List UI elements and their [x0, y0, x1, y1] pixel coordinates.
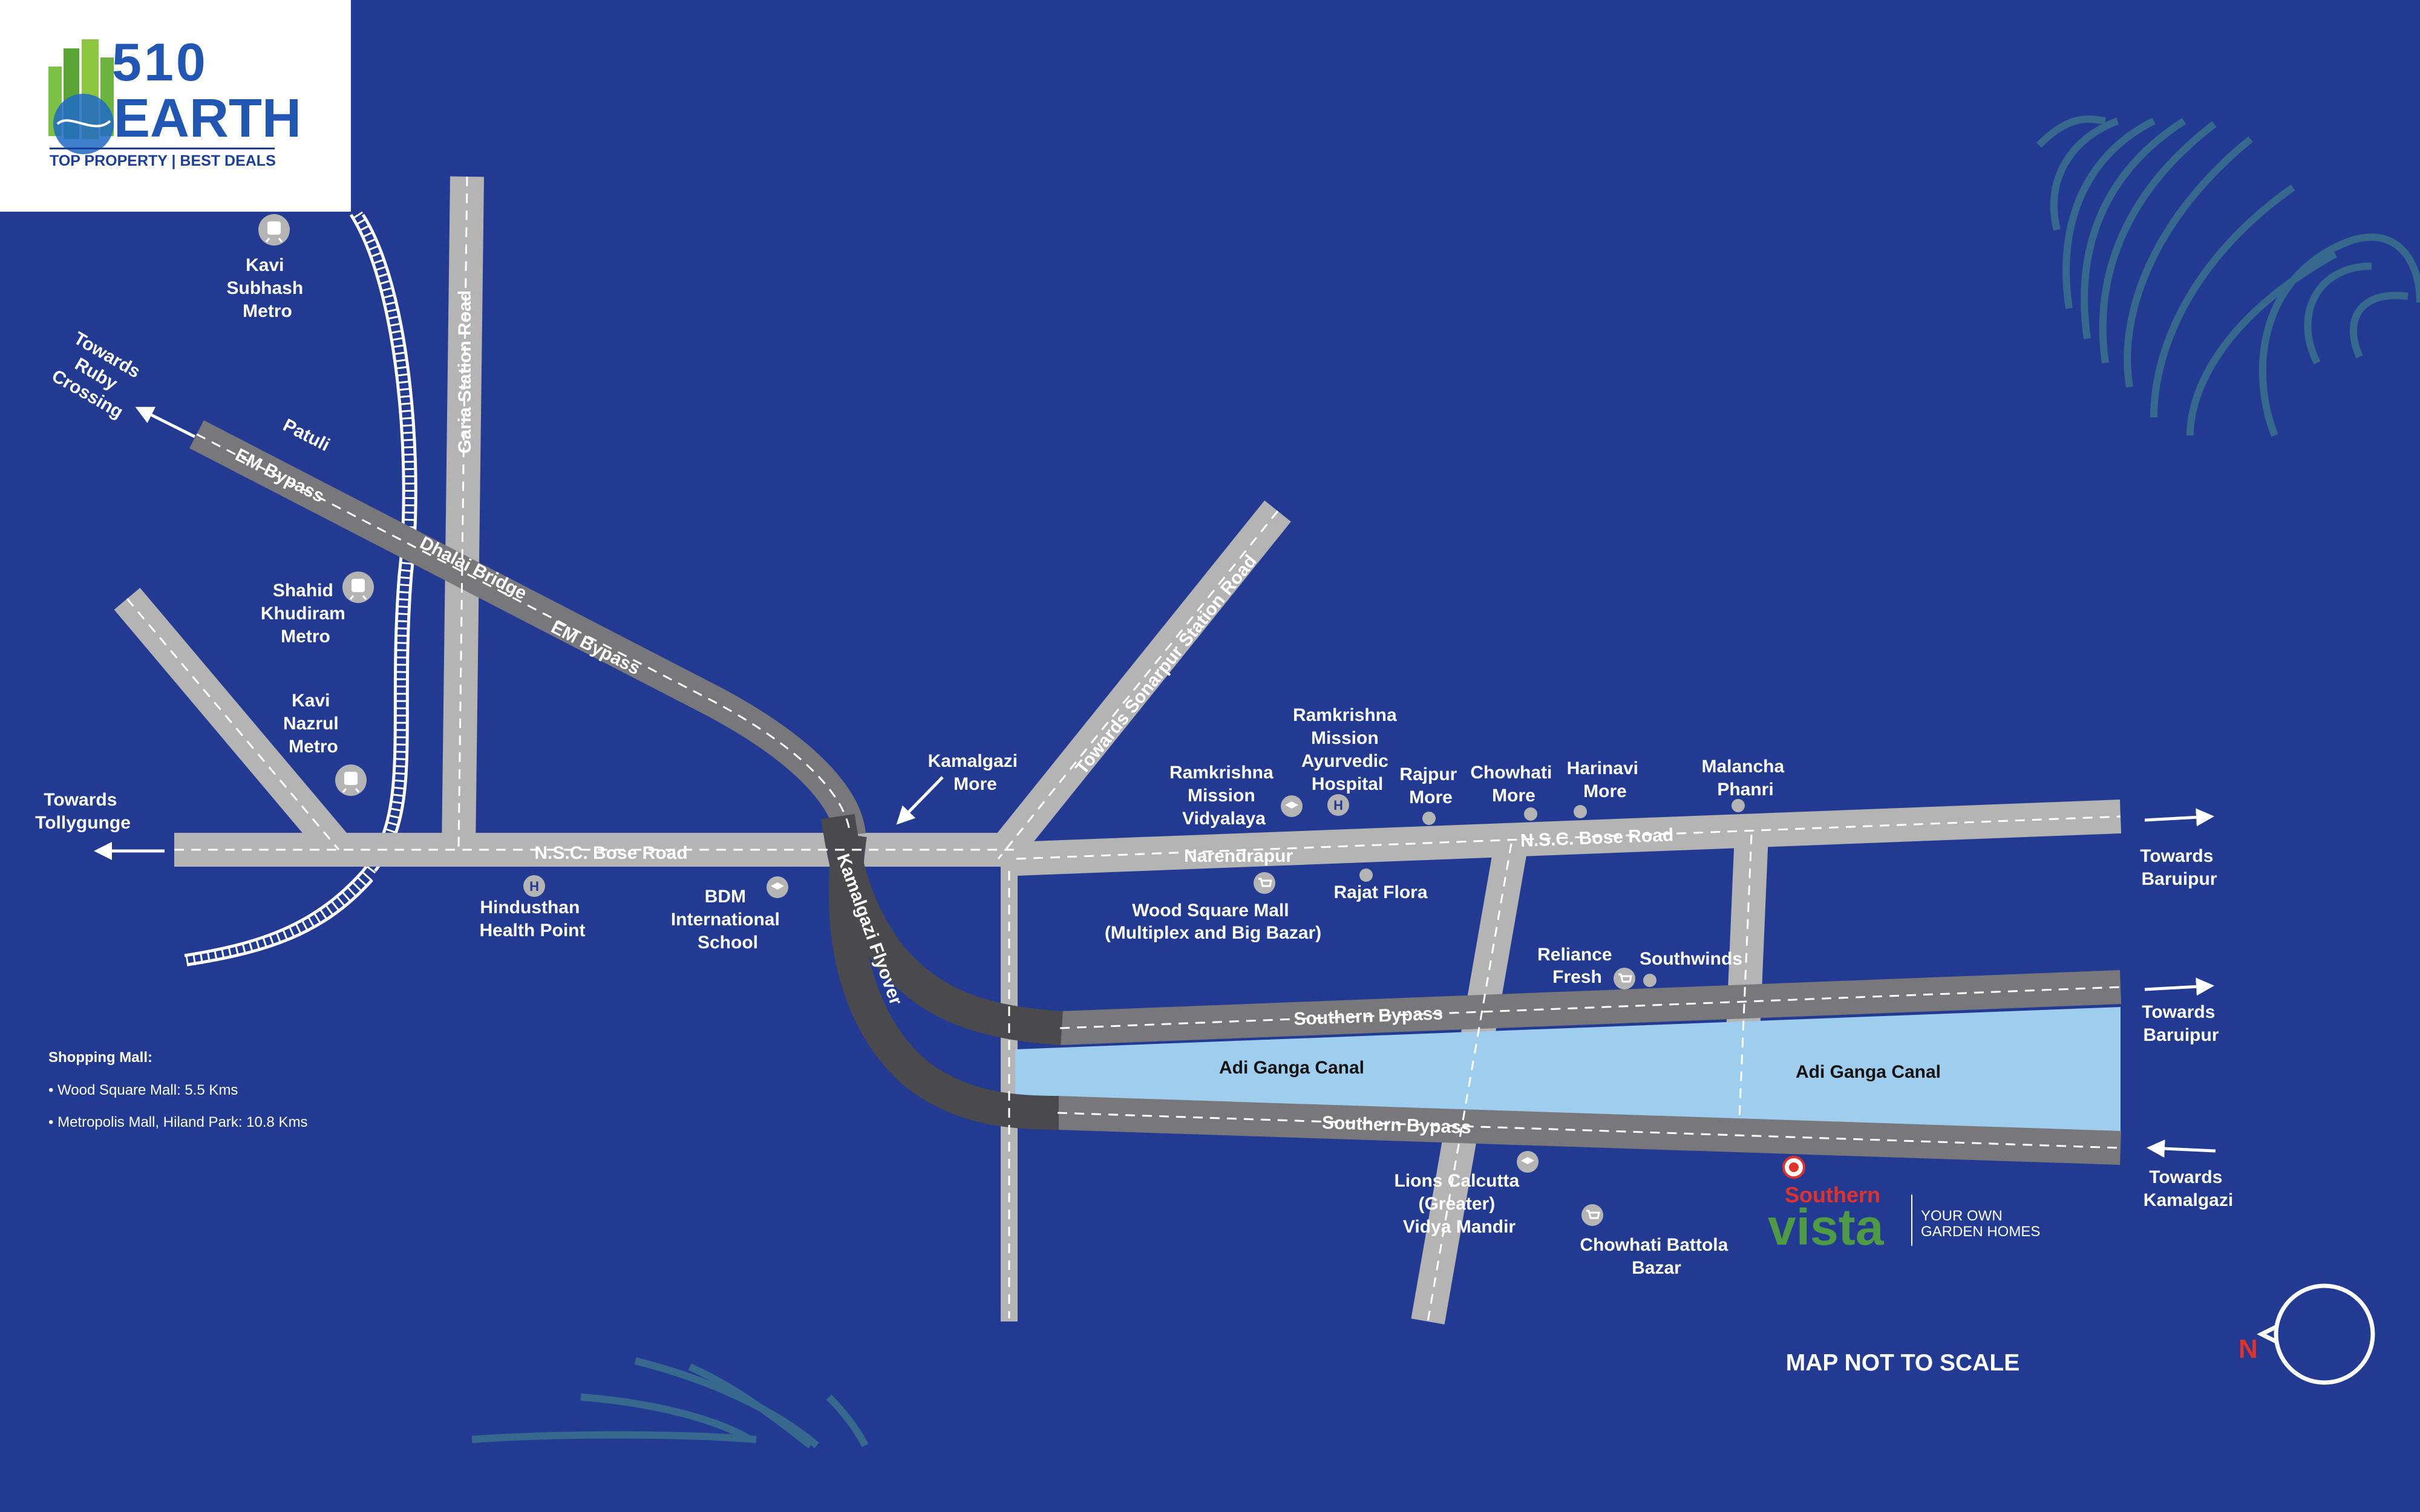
swirl-decoration-top — [2036, 116, 2420, 437]
arrow-towards-ruby — [135, 406, 196, 438]
metro-railway — [184, 211, 417, 966]
kavi-nazrul-metro-label: Kavi Nazrul Metro — [283, 691, 344, 757]
brand-word: EARTH — [114, 88, 301, 149]
cart-icon — [1581, 1204, 1603, 1226]
brand-number: 510 — [112, 32, 208, 92]
arrow-towards-kamalgazi — [2147, 1139, 2216, 1158]
road-label-narendrapur: Narendrapur — [1184, 846, 1293, 866]
towards-baruipur-label-2: Towards Baruipur — [2142, 1002, 2220, 1045]
project-location-marker — [1782, 1156, 1805, 1179]
north-compass: N — [2238, 1283, 2375, 1385]
swirl-decoration-bottom — [471, 1357, 869, 1448]
adi-ganga-canal — [1015, 1007, 2121, 1132]
rajpur-more-label: Rajpur More — [1399, 764, 1462, 807]
southwinds-label: Southwinds — [1640, 949, 1742, 969]
chowhati-more-label: Chowhati More — [1470, 763, 1557, 806]
arrow-kamalgazi-more — [896, 776, 944, 825]
dot-icon — [1732, 799, 1745, 812]
brand-logo[interactable]: 510 EARTH TOP PROPERTY | BEST DEALS — [0, 0, 351, 212]
dot-icon — [1422, 812, 1436, 825]
direction-labels: Towards Ruby Crossing Towards Tollygunge… — [35, 328, 2233, 1210]
rkm-hospital-label: Ramkrishna Mission Ayurvedic Hospital — [1293, 705, 1402, 794]
bdm-school-label: BDM International School — [671, 887, 785, 953]
map-not-to-scale-note: MAP NOT TO SCALE — [1786, 1350, 2019, 1376]
metro-icon — [335, 764, 367, 796]
harinavi-more-label: Harinavi More — [1567, 758, 1644, 801]
hospital-icon: H — [523, 875, 545, 897]
svg-text:H: H — [1333, 798, 1343, 813]
dot-icon — [1643, 974, 1656, 987]
road-label-sonarpur-station: Towards Sonarpur Station Road — [1071, 551, 1261, 778]
hindusthan-health-point-label: Hindusthan Health Point — [479, 898, 585, 940]
rajat-flora-label: Rajat Flora — [1333, 882, 1427, 902]
southern-vista-logo: Southern vista YOUR OWN GARDEN HOMES — [1768, 1182, 2040, 1256]
school-icon — [767, 876, 788, 898]
brand-tagline: TOP PROPERTY | BEST DEALS — [50, 152, 276, 169]
towards-ruby-label: Towards Ruby Crossing — [48, 328, 148, 422]
chowhati-battola-bazar-label: Chowhati Battola Bazar — [1580, 1235, 1733, 1278]
wood-square-mall-label: Wood Square Mall (Multiplex and Big Baza… — [1105, 901, 1321, 943]
towards-tollygunge-label: Towards Tollygunge — [35, 790, 131, 833]
rkm-vidyalaya-label: Ramkrishna Mission Vidyalaya — [1169, 763, 1278, 829]
arrow-towards-baruipur-1 — [2144, 808, 2214, 827]
metro-icon — [342, 572, 374, 603]
svg-text:H: H — [529, 879, 539, 894]
shahid-khudiram-metro-label: Shahid Khudiram Metro — [261, 581, 350, 647]
lions-calcutta-label: Lions Calcutta (Greater) Vidya Mandir — [1394, 1171, 1524, 1237]
towards-kamalgazi-label: Towards Kamalgazi — [2144, 1167, 2233, 1210]
kamalgazi-more-label: Kamalgazi More — [928, 751, 1023, 794]
road-label-nsc-bose-1: N.S.C. Bose Road — [534, 843, 687, 863]
em-bypass — [189, 420, 1063, 1130]
shopping-item: • Wood Square Mall: 5.5 Kms — [48, 1082, 238, 1098]
dot-icon — [1359, 868, 1373, 882]
shopping-title: Shopping Mall: — [48, 1049, 152, 1066]
towards-baruipur-label-1: Towards Baruipur — [2140, 846, 2218, 889]
metro-icon — [258, 214, 290, 246]
dot-icon — [1574, 805, 1587, 818]
direction-arrows — [94, 406, 2216, 1158]
brand-divider — [50, 148, 275, 149]
project-tagline-2: GARDEN HOMES — [1921, 1224, 2040, 1240]
road-label-southern-bypass-2: Southern Bypass — [1321, 1113, 1471, 1138]
project-tagline-1: YOUR OWN — [1921, 1208, 2003, 1224]
place-icons: H H — [258, 214, 1805, 1226]
dot-icon — [1524, 807, 1537, 821]
kavi-subhash-metro-label: Kavi Subhash Metro — [226, 255, 308, 321]
shopping-item: • Metropolis Mall, Hiland Park: 10.8 Kms — [48, 1114, 308, 1130]
garia-station-road — [442, 176, 484, 850]
place-labels: Kavi Subhash Metro Shahid Khudiram Metro… — [226, 255, 1789, 1278]
arrow-towards-baruipur-2 — [2144, 977, 2214, 996]
hospital-icon: H — [1327, 794, 1349, 816]
school-icon — [1517, 1151, 1539, 1173]
school-icon — [1281, 795, 1303, 817]
buildings-globe-icon — [48, 39, 114, 154]
shopping-info: Shopping Mall: • Wood Square Mall: 5.5 K… — [48, 1049, 308, 1130]
road-label-garia-station: Garia Station Road — [455, 290, 475, 454]
project-name-southern: Southern — [1785, 1182, 1880, 1207]
cart-icon — [1614, 968, 1635, 989]
project-name-vista: vista — [1768, 1199, 1885, 1256]
north-label: N — [2238, 1334, 2258, 1364]
road-label-patuli: Patuli — [280, 415, 333, 455]
reliance-fresh-label: Reliance Fresh — [1537, 945, 1617, 987]
canal-label-2: Adi Ganga Canal — [1796, 1062, 1941, 1082]
malancha-phanri-label: Malancha Phanri — [1701, 757, 1789, 800]
road-center-lines — [126, 176, 2121, 1322]
cart-icon — [1254, 872, 1275, 894]
canal-label-1: Adi Ganga Canal — [1219, 1058, 1364, 1078]
